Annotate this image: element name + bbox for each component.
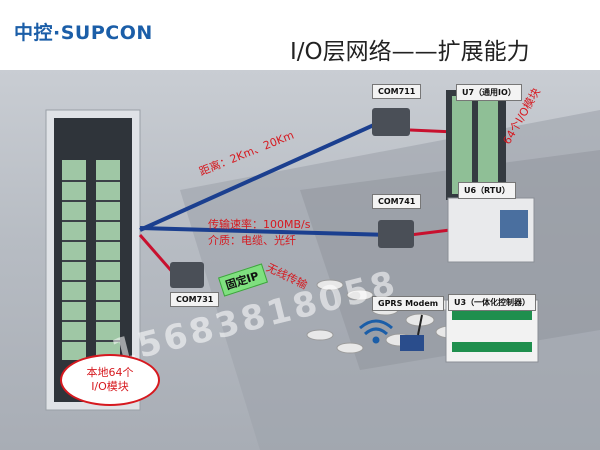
com711-tag: COM711 — [372, 84, 422, 99]
medium-annotation: 介质：电缆、光纤 — [208, 234, 296, 247]
local-io-callout-line2: I/O模块 — [91, 380, 129, 393]
wifi-icon — [359, 319, 393, 344]
diagram-scene: COM711 U7（通用IO） COM741 U6（RTU） COM731 GP… — [0, 70, 600, 450]
com741-device — [378, 220, 414, 248]
u6-tag: U6（RTU） — [458, 182, 516, 199]
cable-link-com741 — [409, 228, 451, 237]
com731-tag: COM731 — [170, 292, 220, 307]
gprs-modem-tag: GPRS Modem — [372, 296, 445, 311]
page-title: I/O层网络——扩展能力 — [290, 39, 530, 65]
speed-annotation: 传输速率：100MB/s — [208, 218, 311, 231]
cable-link-cabinet — [138, 234, 177, 276]
fiber-link-com741 — [139, 226, 391, 237]
u3-tag: U3（一体化控制器） — [448, 294, 537, 311]
u7-tag: U7（通用IO） — [456, 84, 522, 101]
com741-tag: COM741 — [372, 194, 422, 209]
supcon-logo: 中控·SUPCON — [14, 22, 153, 44]
com711-device — [372, 108, 410, 136]
cabinet-io-modules — [62, 160, 120, 360]
u7-io-rack — [446, 90, 506, 200]
u6-rtu-device — [447, 197, 535, 263]
gprs-modem-device — [400, 314, 424, 351]
local-io-callout-line1: 本地64个 — [86, 366, 134, 379]
com731-device — [170, 262, 204, 288]
fiber-link-com711 — [139, 118, 386, 232]
local-io-callout: 本地64个 I/O模块 — [60, 354, 160, 406]
